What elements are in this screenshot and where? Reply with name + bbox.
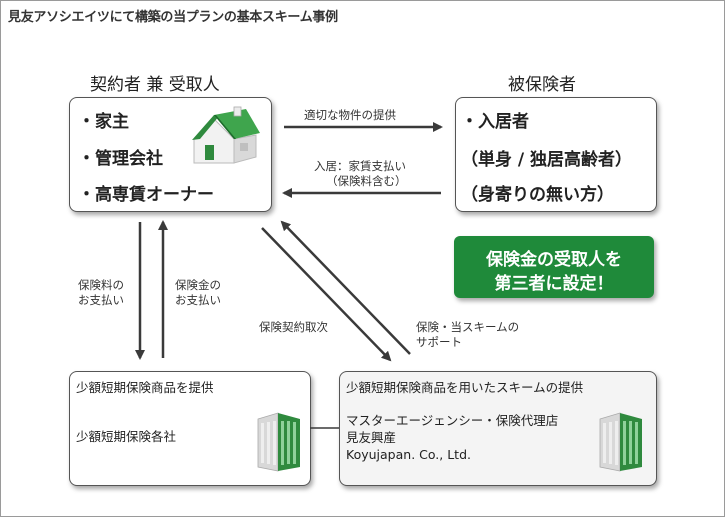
contractor-item-management-company: ・管理会社 [78, 149, 163, 169]
callout-line-2: 第三者に設定！ [494, 274, 614, 294]
label-claim-2: お支払い [175, 293, 221, 307]
agency-line-1: 少額短期保険商品を用いたスキームの提供 [346, 380, 584, 395]
callout-line-1: 保険金の受取人を [486, 250, 622, 270]
insurer-line-2: 少額短期保険各社 [76, 429, 177, 444]
beneficiary-callout: 保険金の受取人を 第三者に設定！ [454, 236, 654, 298]
label-premium-2: お支払い [78, 293, 124, 307]
building-icon [599, 412, 642, 472]
agency-line-3: 見友興産 [346, 430, 397, 445]
insurer-line-1: 少額短期保険商品を提供 [76, 380, 214, 395]
label-support-2: サポート [416, 335, 462, 349]
label-contract-handling: 保険契約取次 [259, 320, 328, 334]
contractor-heading: 契約者 兼 受取人 [90, 75, 220, 95]
contractor-item-landlord: ・家主 [78, 112, 129, 132]
agency-line-2: マスターエージェンシー・保険代理店 [346, 413, 559, 428]
contractor-item-senior-housing-owner: ・高専賃オーナー [78, 185, 214, 205]
arrow-contract-handling [261, 227, 392, 362]
building-icon [257, 412, 300, 472]
house-icon [192, 106, 260, 164]
agency-line-4: Koyujapan. Co., Ltd. [346, 447, 471, 462]
insured-line-single-elderly: （単身 / 独居高齢者） [461, 150, 633, 170]
insured-line-tenant: ・入居者 [461, 112, 529, 132]
label-claim-1: 保険金の [175, 278, 221, 292]
label-rent-payment-2: （保険料含む） [326, 174, 407, 188]
arrow-support [280, 220, 411, 355]
page-title: 見友アソシエイツにて構築の当プランの基本スキーム事例 [8, 10, 338, 25]
insured-heading: 被保険者 [508, 75, 576, 95]
insured-line-no-relatives: （身寄りの無い方） [461, 185, 614, 205]
label-property-provision: 適切な物件の提供 [304, 108, 396, 122]
insured-box [455, 97, 657, 212]
label-support-1: 保険・当スキームの [416, 320, 520, 334]
label-premium-1: 保険料の [78, 278, 124, 292]
label-rent-payment-1: 入居：家賃支払い [314, 159, 406, 173]
